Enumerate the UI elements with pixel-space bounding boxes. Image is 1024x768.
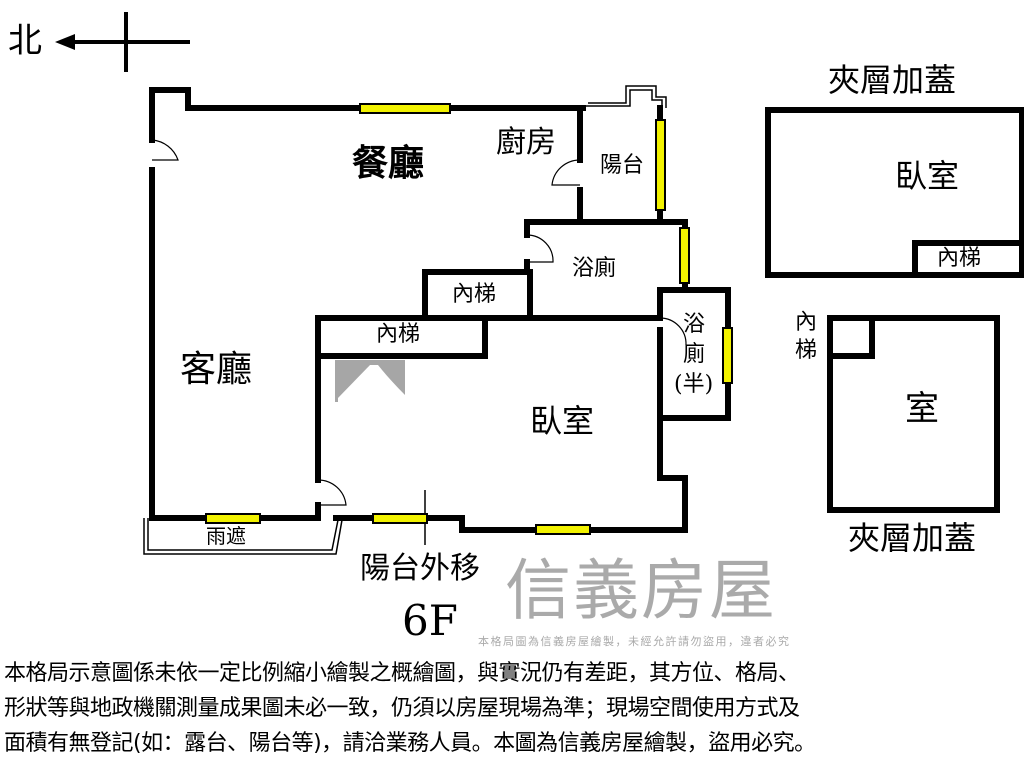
doors (151, 139, 687, 506)
disclaimer: 本格局示意圖係未依一定比例縮小繪製之概繪圖，與實況仍有差距，其方位、格局、 形狀… (4, 656, 816, 761)
mezzanine-lower-stairs-1: 內 (795, 310, 818, 335)
room-balcony: 陽台 (600, 153, 645, 178)
mezzanine-upper-bedroom: 臥室 (895, 157, 960, 195)
watermark-logo (335, 360, 405, 402)
room-half-bath-2: 廁 (683, 342, 706, 367)
mezzanine-lower-stairs-2: 梯 (795, 338, 818, 363)
floor-label: 6F (402, 596, 458, 645)
room-bedroom: 臥室 (530, 402, 595, 440)
disclaimer-line: 形狀等與地政機關測量成果圖未必一致，仍須以房屋現場為準；現場空間使用方式及 (4, 696, 800, 721)
compass-label: 北 (8, 21, 42, 61)
room-half-bath-3: (半) (674, 372, 714, 397)
mezzanine-upper-stairs: 內梯 (937, 246, 982, 271)
room-canopy: 雨遮 (206, 524, 246, 548)
disclaimer-line: 本格局示意圖係未依一定比例縮小繪製之概繪圖，與實況仍有差距，其方位、格局、 (4, 661, 800, 686)
walls (149, 87, 1024, 533)
room-half-bath-1: 浴 (683, 312, 706, 337)
room-bathroom: 浴廁 (572, 256, 617, 281)
disclaimer-line: 面積有無登記(如：露台、陽台等)，請洽業務人員。本圖為信義房屋繪製，盜用必究。 (4, 731, 816, 756)
room-dining: 餐廳 (352, 142, 425, 184)
mezzanine-upper-title: 夾層加蓋 (828, 61, 957, 99)
watermark-brand: 信義房屋 (505, 552, 777, 629)
thin-outlines (143, 85, 667, 555)
room-living: 客廳 (180, 349, 253, 390)
room-stairs-1: 內梯 (452, 282, 497, 307)
windows (205, 103, 733, 535)
balcony-moved-label: 陽台外移 (360, 551, 480, 586)
watermark-notice: 本格局圖為信義房屋繪製，未經允許請勿盜用，違者必究 (478, 635, 791, 648)
mezzanine-lower-title: 夾層加蓋 (848, 519, 977, 557)
room-kitchen: 廚房 (496, 125, 556, 160)
room-stairs-2: 內梯 (376, 322, 421, 347)
mezzanine-lower-room: 室 (905, 389, 939, 429)
north-arrow-icon (55, 12, 190, 72)
